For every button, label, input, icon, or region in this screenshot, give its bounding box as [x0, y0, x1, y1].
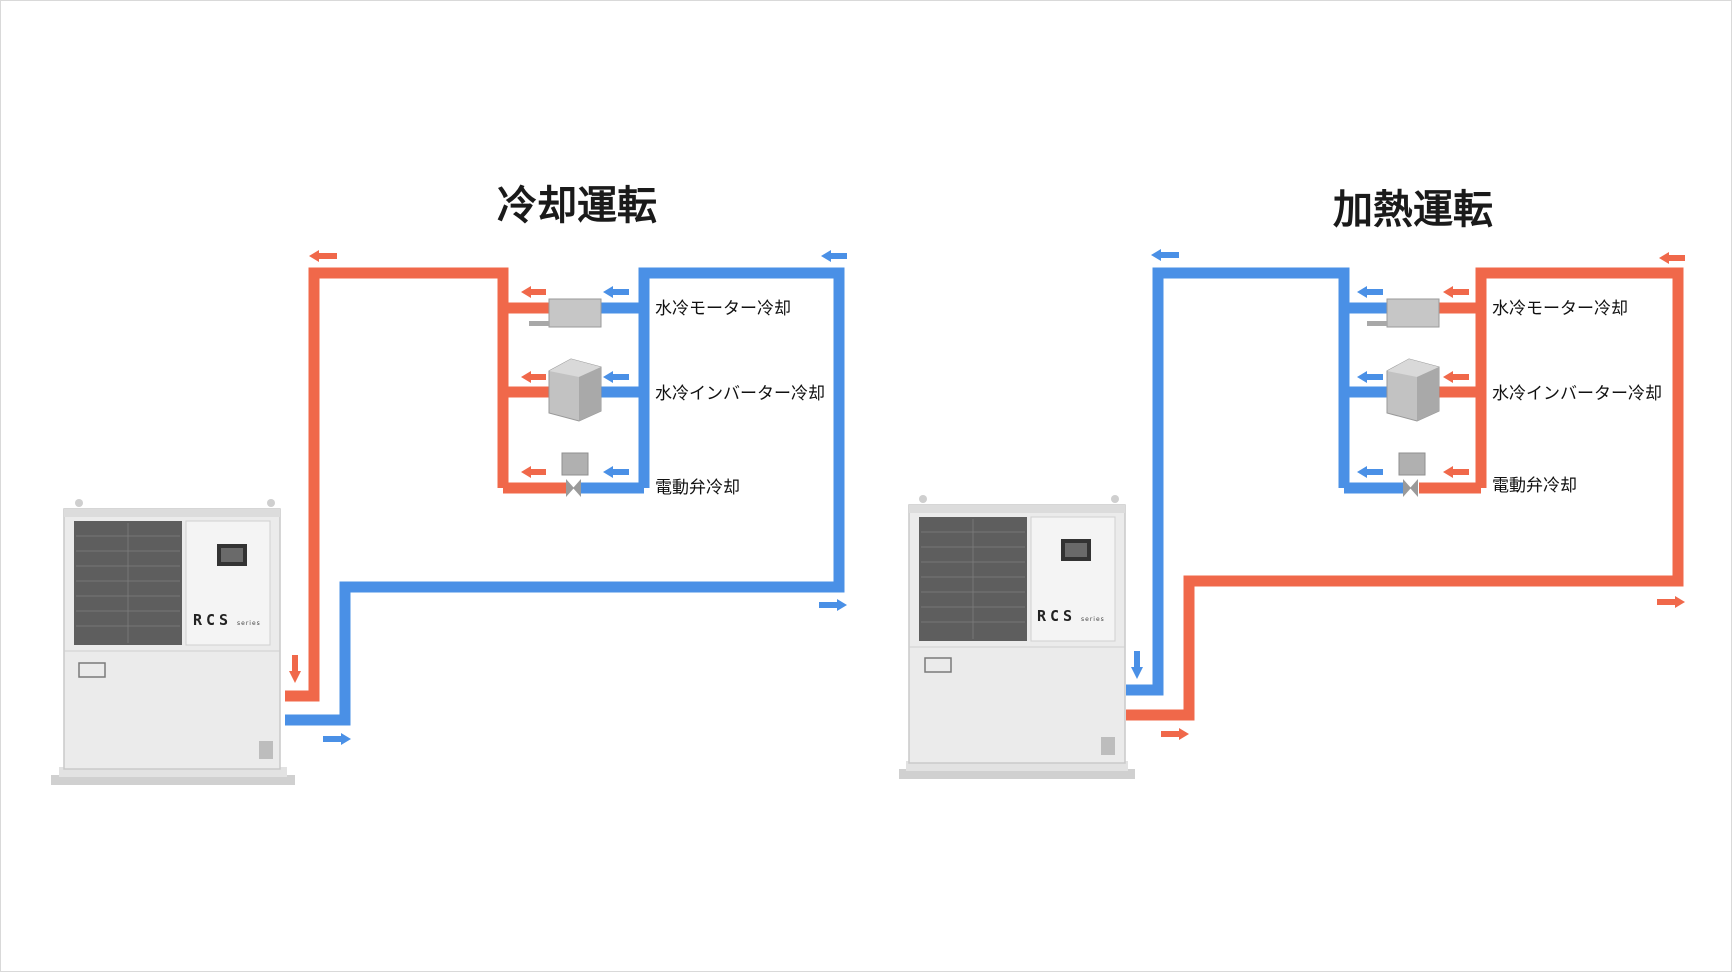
inverter-icon — [1386, 358, 1440, 422]
arrow-left-icon — [521, 286, 546, 298]
supply-line-heating — [1126, 267, 1684, 721]
unit-brand-cooling: RCS — [193, 611, 232, 629]
arrow-right-icon — [1161, 728, 1189, 740]
unit-brand-sub-heating: series — [1081, 616, 1105, 623]
motor-icon — [1367, 298, 1440, 328]
chiller-unit-icon: RCS series — [899, 495, 1135, 779]
unit-brand-sub-cooling: series — [237, 620, 261, 627]
label-motor-heating: 水冷モーター冷却 — [1492, 299, 1628, 319]
arrow-left-icon — [1357, 371, 1383, 383]
arrow-left-icon — [1357, 466, 1383, 478]
label-inverter-heating: 水冷インバーター冷却 — [1492, 384, 1662, 404]
arrow-left-icon — [603, 371, 629, 383]
supply-line-cooling — [285, 267, 845, 726]
arrow-left-icon — [1443, 466, 1469, 478]
label-inverter-cooling: 水冷インバーター冷却 — [655, 384, 825, 404]
label-motor-cooling: 水冷モーター冷却 — [655, 299, 791, 319]
flow-arrows-hot-cooling — [289, 250, 546, 683]
arrow-left-icon — [309, 250, 337, 262]
motor-icon — [529, 298, 602, 328]
return-line-heating — [1126, 267, 1350, 696]
arrow-down-icon — [289, 655, 301, 683]
flow-arrows-cold-heating — [1131, 249, 1383, 679]
arrow-left-icon — [1443, 286, 1469, 298]
arrow-left-icon — [521, 371, 546, 383]
chiller-unit-icon: RCS series — [51, 499, 295, 785]
label-valve-heating: 電動弁冷却 — [1492, 476, 1577, 496]
inverter-icon — [548, 358, 602, 422]
arrow-left-icon — [521, 466, 546, 478]
arrow-left-icon — [1659, 252, 1685, 264]
panel-cooling: 冷却運転 水冷モーター冷却 水冷インバーター冷却 電動弁冷却 — [51, 183, 847, 785]
flow-arrows-hot-heating — [1161, 252, 1685, 740]
arrow-right-icon — [1657, 596, 1685, 608]
flow-arrows-cold-cooling — [323, 250, 847, 745]
arrow-left-icon — [603, 466, 629, 478]
arrow-down-icon — [1131, 651, 1143, 679]
arrow-left-icon — [1151, 249, 1179, 261]
label-valve-cooling: 電動弁冷却 — [655, 478, 740, 498]
arrow-right-icon — [819, 599, 847, 611]
valve-icon — [561, 452, 589, 497]
valve-icon — [1398, 452, 1426, 497]
panel-title-cooling: 冷却運転 — [497, 183, 657, 229]
arrow-left-icon — [603, 286, 629, 298]
arrow-right-icon — [323, 733, 351, 745]
panel-title-heating: 加熱運転 — [1333, 187, 1493, 233]
return-line-cooling — [285, 267, 509, 702]
panel-heating: 加熱運転 水冷モーター冷却 水冷インバーター冷却 電動弁冷却 — [899, 187, 1685, 779]
arrow-left-icon — [1357, 286, 1383, 298]
unit-brand-heating: RCS — [1037, 607, 1076, 625]
arrow-left-icon — [821, 250, 847, 262]
arrow-left-icon — [1443, 371, 1469, 383]
